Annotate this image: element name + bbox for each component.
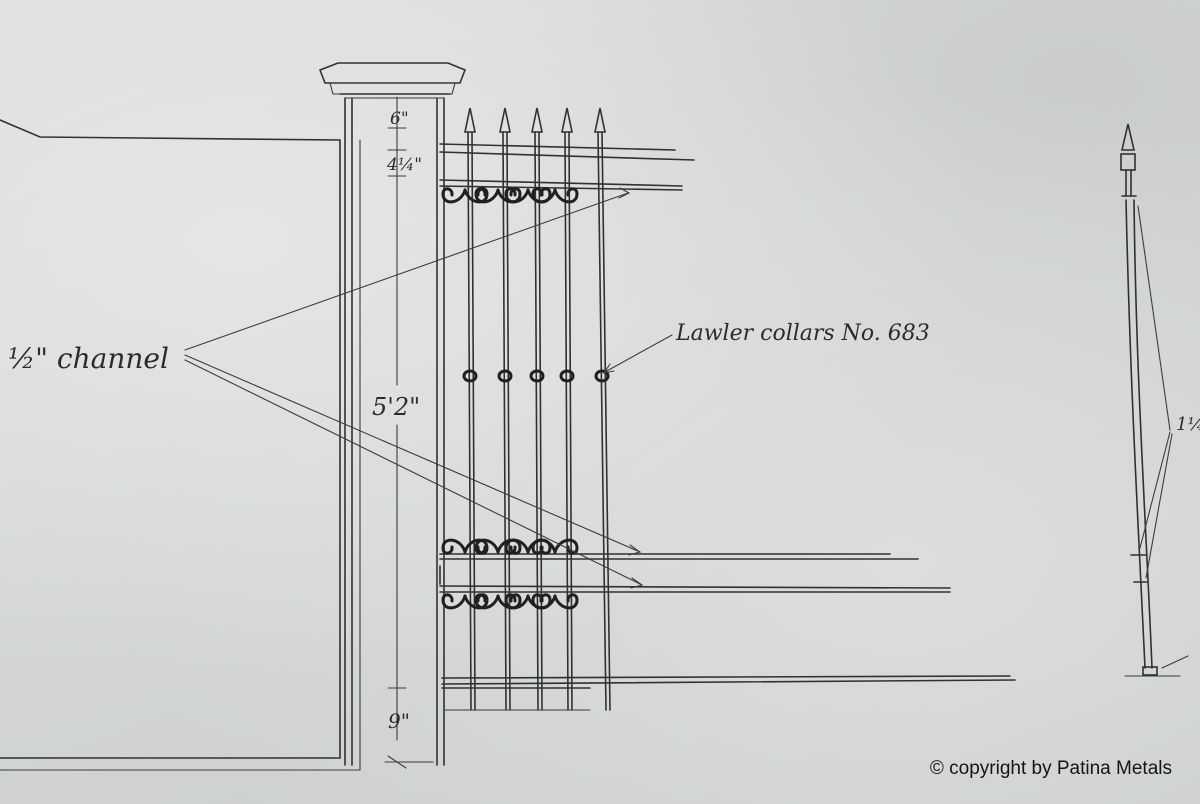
dimension-side-label: 1¼ (1176, 414, 1200, 435)
scroll-curl (474, 538, 500, 555)
scroll-curl (553, 538, 579, 555)
side-elevation (1120, 123, 1189, 677)
top-rails (439, 143, 695, 191)
picket (497, 107, 513, 711)
scroll-curl (531, 593, 557, 610)
scroll-curl (474, 187, 500, 204)
pillar (318, 62, 467, 766)
spear-finial (499, 107, 511, 133)
lower-rails (439, 553, 1016, 711)
scroll-curl (441, 538, 467, 555)
pickets (462, 107, 611, 711)
collar (462, 369, 478, 383)
scroll-curl (504, 187, 530, 204)
scroll-curl (553, 593, 579, 610)
dimension-bottom-label: 9" (388, 709, 410, 733)
copyright-notice: © copyright by Patina Metals (929, 758, 1172, 779)
collar (497, 369, 513, 383)
picket (559, 107, 575, 711)
scroll-curl (474, 593, 500, 610)
wall-outline (0, 119, 361, 771)
spear-finial (464, 107, 476, 133)
collar (529, 369, 545, 383)
spear-finial (561, 107, 573, 133)
spear-finial (531, 107, 543, 133)
scroll-curl (504, 593, 530, 610)
scroll-curl (531, 187, 557, 204)
spear-finial (594, 107, 606, 133)
collars-label: Lawler collars No. 683 (675, 321, 930, 346)
scroll-curl (531, 538, 557, 555)
collars-leader (602, 334, 673, 374)
scroll-curl (441, 593, 467, 610)
picket (594, 107, 611, 711)
collar (594, 369, 610, 383)
collar (559, 369, 575, 383)
picket (462, 107, 478, 711)
channel-leaders (184, 187, 644, 589)
dimension-height-label: 5'2" (372, 393, 420, 421)
picket (529, 107, 545, 711)
pillar-dimension (384, 96, 434, 769)
dimension-top-label: 6" (390, 109, 409, 129)
scroll-ornaments (441, 187, 579, 610)
scroll-curl (553, 187, 579, 204)
channel-label: ½" channel (8, 342, 169, 375)
scroll-curl (504, 538, 530, 555)
dimension-mid-label: 4¼" (386, 155, 422, 175)
scroll-curl (441, 187, 467, 204)
